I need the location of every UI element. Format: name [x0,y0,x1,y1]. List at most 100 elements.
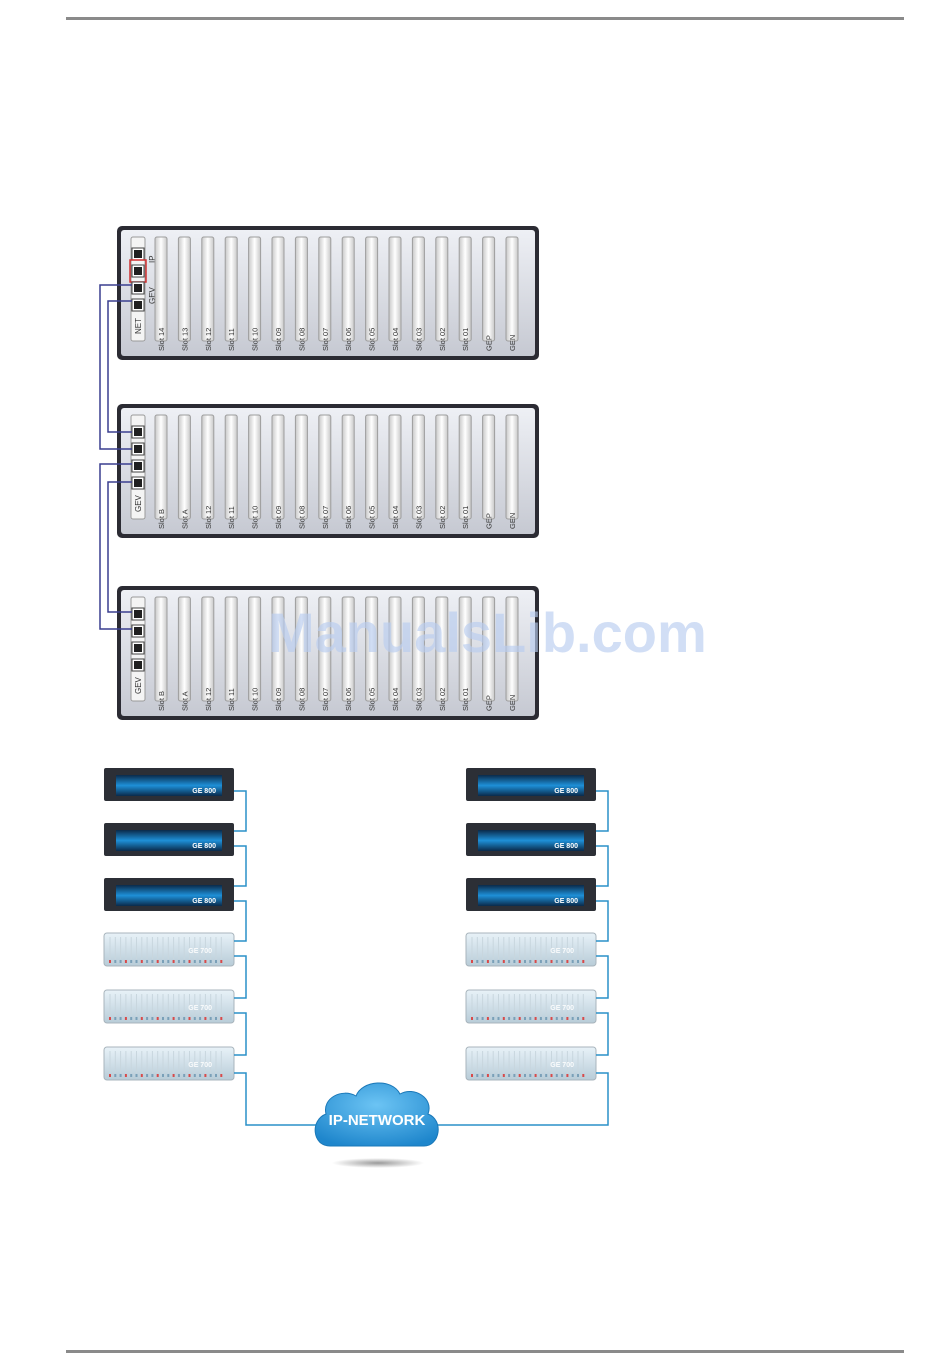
ge700-led [188,1017,191,1020]
slot-card [248,596,262,702]
slot-card [411,414,425,520]
port-jack [134,445,142,453]
slot-card [177,596,191,702]
ge700-led [518,1017,521,1020]
slot-label: Slot 02 [438,688,447,711]
ge700-led [209,1017,212,1020]
ge700-led [524,960,526,963]
slot-label: Slot 11 [227,328,236,351]
slot-card [224,414,238,520]
ge700-led [471,1017,473,1020]
slot-label: Slot A [180,509,189,529]
ge700-led [539,1074,542,1077]
ge700-led [497,960,500,963]
slot-card [224,596,238,702]
slot-label: Slot 13 [180,328,189,351]
slot-card [435,414,449,520]
ge700-label: GE 700 [188,1062,212,1069]
slot-card [341,596,355,702]
ge700-led [156,960,159,963]
ge700-led [140,1074,143,1077]
rack-label-gev: GEV [148,286,157,304]
slot-label: Slot A [180,691,189,711]
ge700-device: GE 700 [465,1046,597,1081]
ge700-led [199,960,202,963]
ge700-led [555,1074,558,1077]
rack-label-gev: GEV [134,494,143,512]
device-chain-cable [596,845,609,887]
ge800-label: GE 800 [192,843,216,850]
slot-card [248,414,262,520]
ge700-led [555,960,558,963]
device-chain-cable [234,845,247,887]
ge700-led [486,1017,489,1020]
cloud-shadow [332,1158,424,1168]
ge700-led [513,1074,516,1077]
ge700-led [109,1074,111,1077]
ge700-led [204,1074,207,1077]
ge700-led [183,1017,186,1020]
slot-label: Slot 05 [368,328,377,351]
ge700-led [215,1074,217,1077]
slot-label: Slot 06 [344,328,353,351]
ge800-device: GE 800 [104,823,234,856]
ge700-led [476,1017,479,1020]
ge700-led [502,1074,505,1077]
ge700-led [508,960,511,963]
slot-card [388,414,402,520]
ge700-led [188,960,191,963]
slot-label: Slot 04 [391,328,400,351]
slot-label: Slot 12 [204,506,213,529]
ge800-label: GE 800 [192,898,216,905]
port-jack [134,284,142,292]
slot-card [482,596,496,702]
ge800-device: GE 800 [466,823,596,856]
ge700-led [130,960,133,963]
ge700-led [188,1074,191,1077]
device-chain-cable [234,900,247,942]
network-layer: IP-NETWORK [234,1072,609,1168]
ge700-led [119,1017,122,1020]
slot-label: Slot 05 [368,688,377,711]
slot-card [294,414,308,520]
ge700-led [550,1074,553,1077]
slot-card [482,236,496,342]
ge800-display [116,775,222,796]
ge700-led [518,960,521,963]
ge700-led [114,1017,117,1020]
ge700-led [582,1017,585,1020]
slot-label: GEP [485,513,494,529]
slot-label: Slot 01 [461,688,470,711]
ge700-label: GE 700 [188,948,212,955]
ge700-led [539,960,542,963]
ge700-led [114,960,117,963]
ge700-led [183,1074,186,1077]
ge700-led [172,1017,175,1020]
slot-card [365,596,379,702]
stack-cable-1 [99,284,132,450]
slot-card [458,414,472,520]
ge700-led [220,960,223,963]
ge700-led [497,1074,500,1077]
slot-card [201,596,215,702]
ge700-device: GE 700 [103,989,235,1024]
ge700-led [114,1074,117,1077]
ge700-led [124,960,127,963]
device-chain-cable [596,900,609,942]
slot-card [154,596,168,702]
ge700-led [577,960,579,963]
slot-card [201,236,215,342]
slot-card [154,414,168,520]
ge700-led [162,960,164,963]
ge700-led [204,1017,207,1020]
ge700-led [177,1017,180,1020]
slot-label: Slot 06 [344,506,353,529]
slot-label: Slot 05 [368,506,377,529]
slot-label: Slot 10 [251,506,260,529]
ge700-led [199,1074,202,1077]
ge700-led [561,1074,564,1077]
ge700-led [502,960,505,963]
ge700-led [481,1074,484,1077]
slot-label: Slot 10 [251,688,260,711]
